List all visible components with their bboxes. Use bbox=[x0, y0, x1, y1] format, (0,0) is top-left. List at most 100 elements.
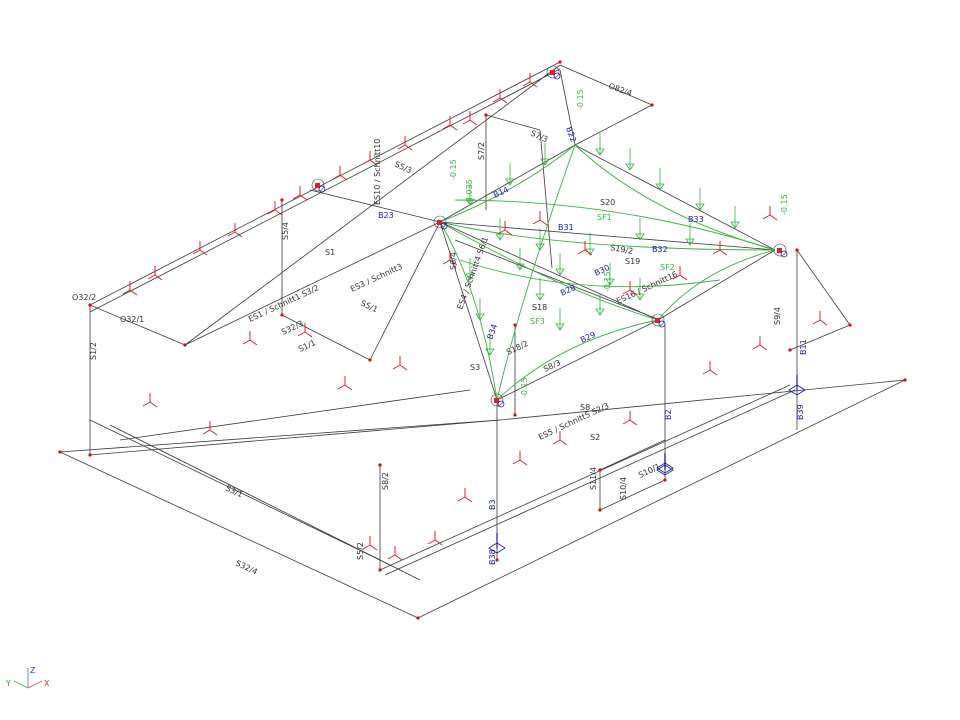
labels: S1S3S8S18S19S20S2S1/2S3/1S32/4S32/3S1/1S… bbox=[72, 81, 808, 576]
membrane-edge bbox=[496, 319, 659, 401]
loads-label: -0.15 bbox=[780, 194, 789, 215]
membrane-edge bbox=[439, 221, 659, 321]
members-label: B11 bbox=[799, 339, 808, 355]
lines-label: S5/4 bbox=[281, 222, 290, 240]
membrane-edge bbox=[657, 249, 776, 321]
support-symbol bbox=[577, 241, 593, 256]
structure-line bbox=[439, 144, 576, 223]
lines-label: O32/1 bbox=[120, 315, 144, 324]
sections-label: ES10 / Schnitt10 bbox=[373, 139, 382, 205]
support-symbol bbox=[397, 136, 413, 151]
load-arrow-head bbox=[485, 348, 495, 356]
base-support bbox=[488, 542, 506, 554]
support-symbol bbox=[202, 421, 218, 436]
node-support bbox=[550, 70, 555, 75]
y-axis-label: Y bbox=[5, 679, 11, 688]
node bbox=[598, 468, 602, 472]
support-symbol bbox=[337, 376, 353, 391]
load-arrow-head bbox=[555, 323, 565, 331]
node bbox=[368, 358, 372, 362]
node bbox=[378, 463, 382, 467]
lines-label: S11/4 bbox=[589, 467, 598, 490]
node bbox=[650, 103, 654, 107]
membrane-edge bbox=[439, 144, 576, 223]
membrane_surfaces-label: SF2 bbox=[660, 263, 675, 272]
structure-line bbox=[485, 114, 541, 131]
structure-lines bbox=[58, 60, 907, 620]
lines-label: S5/3 bbox=[393, 160, 413, 176]
support-symbol bbox=[392, 356, 408, 371]
members-label: B14 bbox=[492, 185, 510, 200]
membrane_surfaces-label: SF3 bbox=[530, 317, 545, 326]
base-support bbox=[656, 464, 674, 476]
node-hinge bbox=[497, 400, 505, 408]
support-symbol bbox=[427, 531, 443, 546]
support-symbol bbox=[442, 251, 458, 266]
support-symbol bbox=[812, 311, 828, 326]
loads-label: -0.15 bbox=[576, 89, 585, 110]
surfaces-label: S18 bbox=[532, 303, 547, 312]
support-symbol bbox=[532, 211, 548, 226]
lines-label: S1/2 bbox=[89, 342, 98, 360]
structure-line bbox=[184, 221, 441, 346]
load-arrow-head bbox=[495, 233, 505, 241]
y-axis bbox=[13, 680, 29, 689]
lines-label: O32/2 bbox=[72, 293, 96, 302]
x-axis bbox=[27, 680, 43, 689]
structure-line bbox=[417, 379, 906, 619]
sections-label: ES1 / Schnitt1 S3/2 bbox=[247, 283, 320, 324]
support-symbol bbox=[762, 206, 778, 221]
node-cluster bbox=[490, 393, 504, 407]
structure-line bbox=[119, 389, 471, 441]
load-arrow-head bbox=[625, 163, 635, 171]
members-label: B2 bbox=[664, 409, 673, 420]
structure-line bbox=[89, 419, 381, 561]
loads-label: -0.15 bbox=[603, 271, 612, 292]
node-hinge bbox=[318, 185, 326, 193]
support-symbol bbox=[702, 361, 718, 376]
loads-label: -0.035 bbox=[465, 179, 474, 205]
support-symbol bbox=[552, 431, 568, 446]
axis-triad-icon: Z X Y bbox=[5, 666, 50, 689]
node bbox=[848, 323, 852, 327]
membrane-edge bbox=[439, 221, 498, 401]
node-cluster bbox=[651, 313, 665, 327]
members-label: B32 bbox=[652, 245, 668, 254]
lines-label: S6/4 bbox=[449, 252, 458, 270]
load-arrow-head bbox=[540, 158, 550, 166]
node bbox=[183, 343, 187, 347]
load-arrow-head bbox=[555, 268, 565, 276]
node-hinge bbox=[553, 72, 561, 80]
structure-line bbox=[379, 384, 791, 571]
structure-line bbox=[369, 221, 441, 361]
support-symbol bbox=[442, 116, 458, 131]
load-arrow-head bbox=[695, 203, 705, 211]
structure-line bbox=[499, 379, 906, 421]
node-cluster bbox=[433, 215, 447, 229]
structure-line bbox=[59, 451, 419, 619]
node-hinge bbox=[440, 222, 448, 230]
surfaces-label: S3 bbox=[470, 363, 480, 372]
z-axis-label: Z bbox=[30, 666, 36, 675]
members-label: B22 bbox=[564, 126, 578, 144]
load-arrow-head bbox=[515, 263, 525, 271]
structure-line bbox=[574, 104, 653, 146]
support-symbol bbox=[147, 266, 163, 281]
node bbox=[513, 323, 517, 327]
structure-line bbox=[599, 439, 666, 471]
surfaces-label: S20 bbox=[600, 198, 615, 207]
lines-label: S3/1 bbox=[224, 484, 244, 500]
lines-label: S19/2 bbox=[610, 243, 634, 256]
structure-line bbox=[789, 324, 851, 351]
lines-label: S18/2 bbox=[505, 339, 530, 357]
lines-label: S7/2 bbox=[477, 142, 486, 160]
load-arrow-head bbox=[635, 233, 645, 241]
lines-label: S32/4 bbox=[234, 559, 259, 577]
members-label: B3 bbox=[488, 499, 497, 510]
node bbox=[598, 508, 602, 512]
lines-label: S10/4 bbox=[619, 477, 628, 500]
loads-label: -0.15 bbox=[520, 377, 529, 398]
node-support bbox=[777, 248, 782, 253]
